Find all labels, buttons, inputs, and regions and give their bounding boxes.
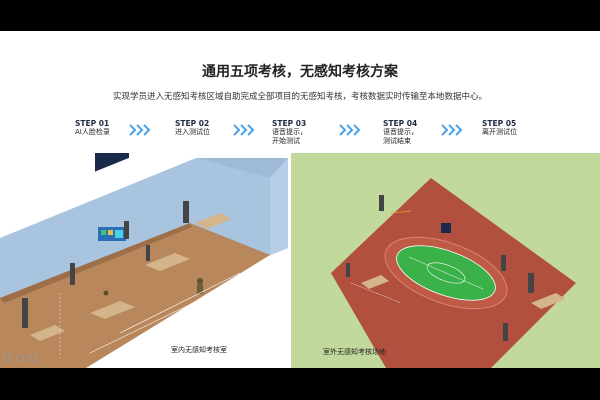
step-3: STEP 03 语音提示， 开始测试 xyxy=(272,119,307,146)
step-number: STEP 02 xyxy=(175,119,210,128)
indoor-illustration xyxy=(0,153,288,368)
chevron-arrow-icon xyxy=(129,124,151,136)
step-number: STEP 05 xyxy=(482,119,517,128)
chevron-arrow-icon xyxy=(233,124,255,136)
step-number: STEP 01 xyxy=(75,119,110,128)
page-title: 通用五项考核，无感知考核方案 xyxy=(202,64,398,80)
slide: 通用五项考核，无感知考核方案 实现学员进入无感知考核区域自助完成全部项目的无感知… xyxy=(0,31,600,368)
step-text-line2: 测试结束 xyxy=(383,137,411,145)
step-text: AI人脸检录 xyxy=(75,128,110,136)
step-number: STEP 03 xyxy=(272,119,307,128)
outdoor-panel: 室外无感知考核场地 xyxy=(291,153,600,368)
outdoor-panel-label: 室外无感知考核场地 xyxy=(323,348,386,356)
slide-nav-icon[interactable] xyxy=(3,354,11,362)
step-5: STEP 05 离开测试位 xyxy=(482,119,517,137)
step-1: STEP 01 AI人脸检录 xyxy=(75,119,110,137)
step-text-line1: 语音提示， xyxy=(383,128,418,136)
step-number: STEP 04 xyxy=(383,119,418,128)
chevron-arrow-icon xyxy=(441,124,463,136)
step-text-line1: 语音提示， xyxy=(272,128,307,136)
indoor-panel: 室内无感知考核室 xyxy=(0,153,288,368)
page-subtitle: 实现学员进入无感知考核区域自助完成全部项目的无感知考核，考核数据实时传输至本地数… xyxy=(112,92,487,102)
step-text-line2: 开始测试 xyxy=(272,137,300,145)
chevron-arrow-icon xyxy=(339,124,361,136)
step-4: STEP 04 语音提示， 测试结束 xyxy=(383,119,418,146)
slide-nav-icon[interactable] xyxy=(16,354,24,362)
step-2: STEP 02 进入测试位 xyxy=(175,119,210,137)
indoor-panel-label: 室内无感知考核室 xyxy=(171,346,227,354)
step-text: 离开测试位 xyxy=(482,128,517,136)
outdoor-illustration xyxy=(291,153,600,368)
slide-nav-icon[interactable] xyxy=(29,354,37,362)
slide-nav-controls[interactable] xyxy=(3,354,37,362)
step-text: 进入测试位 xyxy=(175,128,210,136)
